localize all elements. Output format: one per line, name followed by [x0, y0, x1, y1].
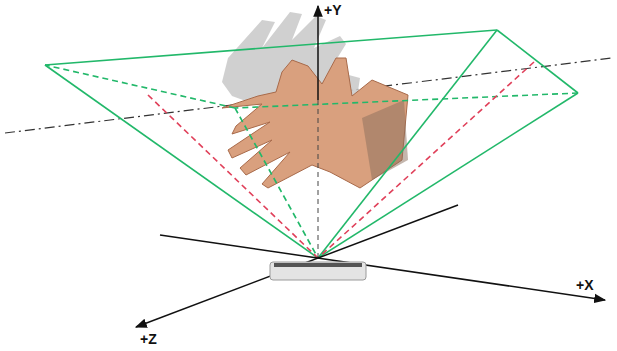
fov-angle	[148, 62, 534, 258]
axis-label: +Z	[140, 332, 157, 346]
sensor-device	[270, 262, 366, 280]
axis-label: +Y	[324, 3, 342, 17]
sleeve	[362, 100, 408, 180]
x-axis	[160, 235, 605, 300]
hand	[222, 58, 408, 188]
center-axis	[318, 100, 319, 258]
axis-label: +X	[576, 278, 594, 292]
y-axis	[317, 6, 319, 100]
field-of-view	[45, 30, 578, 258]
z-axis	[136, 205, 458, 327]
sensor-top	[274, 263, 362, 267]
